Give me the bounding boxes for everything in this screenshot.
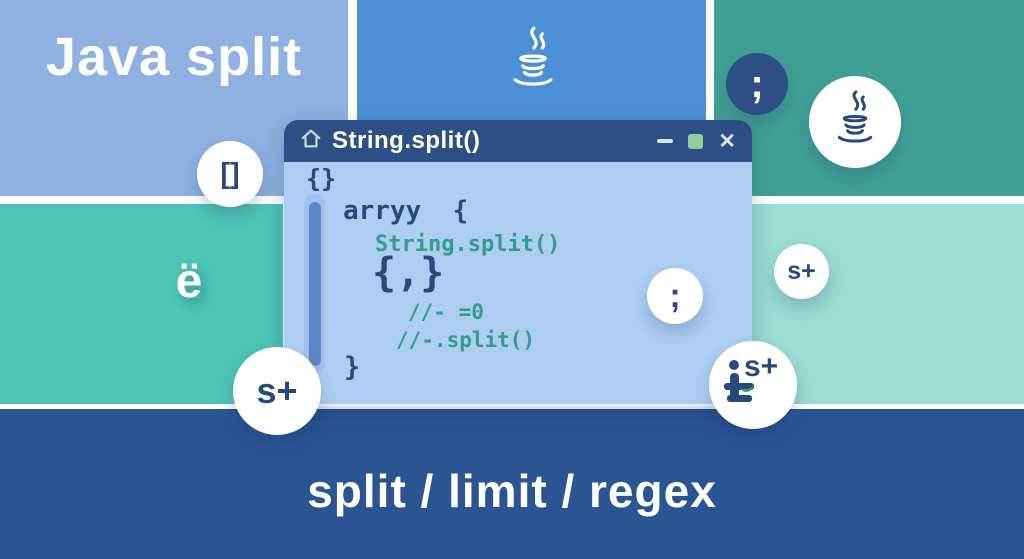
brackets-badge: [] bbox=[197, 141, 263, 207]
e-umlaut-symbol: ë bbox=[175, 255, 203, 308]
app-window: String.split() ✕ {} arryy { String.split… bbox=[284, 120, 752, 407]
code-line: arryy { bbox=[343, 196, 469, 226]
bottom-banner-text: split / limit / regex bbox=[307, 465, 717, 517]
regex-composite-badge: s+ bbox=[709, 341, 797, 429]
semicolon-badge-window: ; bbox=[647, 268, 703, 324]
code-line: {,} bbox=[372, 250, 445, 296]
close-button[interactable]: ✕ bbox=[718, 129, 736, 153]
bottom-banner-bar bbox=[0, 409, 1024, 559]
i-bars-glyph: s+ bbox=[724, 350, 782, 412]
s-plus-badge-right: s+ bbox=[774, 244, 829, 299]
java-logo-icon bbox=[827, 87, 883, 158]
s-plus-label: s+ bbox=[744, 350, 779, 383]
minimize-button[interactable] bbox=[657, 139, 674, 143]
code-line: //- =0 bbox=[408, 300, 484, 324]
code-line: } bbox=[344, 352, 361, 383]
java-logo-icon bbox=[503, 24, 563, 105]
window-controls: ✕ bbox=[657, 131, 736, 152]
page-title: Java split bbox=[45, 27, 303, 87]
window-title: String.split() bbox=[332, 127, 481, 154]
semicolon-badge-top: ; bbox=[726, 53, 788, 115]
code-braces-symbol: {} bbox=[306, 164, 337, 193]
background-block-middle-left bbox=[0, 204, 283, 404]
bar-shape bbox=[727, 395, 752, 402]
window-titlebar[interactable]: String.split() ✕ bbox=[284, 120, 752, 162]
java-logo-badge bbox=[809, 76, 901, 168]
background-block-middle-right bbox=[752, 204, 1024, 404]
scrollbar-thumb[interactable] bbox=[309, 202, 321, 366]
maximize-button[interactable] bbox=[688, 133, 704, 149]
home-icon bbox=[300, 128, 322, 155]
bar-shape bbox=[724, 383, 754, 390]
code-line: String.split() bbox=[375, 232, 561, 257]
code-line: //-.split() bbox=[396, 328, 536, 352]
dot-shape bbox=[729, 360, 739, 370]
s-plus-badge-left: s+ bbox=[233, 347, 321, 435]
